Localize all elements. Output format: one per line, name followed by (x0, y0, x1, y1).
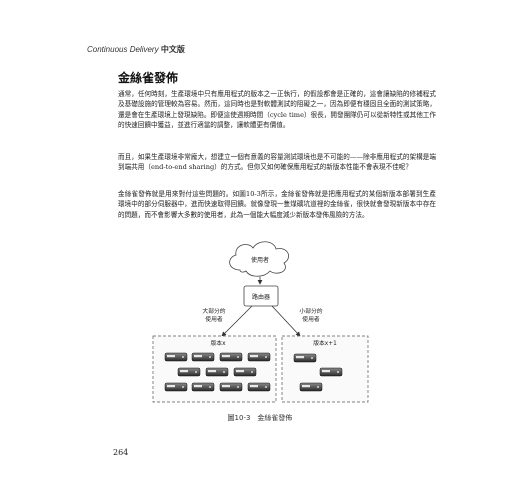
servers-version-x1 (293, 353, 343, 392)
header-title-italic: Continuous Delivery (87, 45, 159, 54)
majority-label-2: 使用者 (205, 315, 223, 323)
server-icon (191, 382, 215, 392)
server-icon (299, 382, 323, 392)
section-title: 金絲雀發佈 (118, 71, 179, 85)
server-icon (191, 352, 215, 362)
paragraph-1: 通常，任何時刻，生產環境中只有應用程式的版本之一正執行，的假設都會是正確的，這會… (118, 90, 436, 129)
server-icon (247, 382, 271, 392)
server-icon (219, 382, 243, 392)
figure-caption: 圖10-3 金絲雀發佈 (227, 414, 293, 422)
server-icon (164, 382, 188, 392)
majority-label-1: 大部分的 (202, 307, 225, 315)
running-header: Continuous Delivery 中文版 (87, 44, 185, 55)
cloud-label: 使用者 (251, 256, 269, 264)
server-icon (319, 367, 343, 377)
users-cloud: 使用者 (229, 241, 289, 277)
servers-version-x (164, 352, 271, 392)
server-icon (205, 367, 229, 377)
group-left-label: 版本x (210, 339, 226, 347)
minority-label-1: 小部分的 (299, 307, 322, 315)
arrow-majority (221, 305, 253, 337)
server-icon (293, 353, 317, 363)
group-right-label: 版本x+1 (313, 339, 337, 347)
server-icon (247, 352, 271, 362)
router: 路由器 (243, 285, 279, 307)
router-label: 路由器 (252, 293, 270, 301)
paragraph-2: 而且，如果生產環境非常龐大，想建立一個有意義的容量測試環境也是不可能的——除非應… (118, 153, 436, 172)
minority-label-2: 使用者 (302, 315, 320, 323)
paragraph-3: 金絲雀發佈就是用來對付這些問題的。如圖10-3所示，金絲雀發佈就是把應用程式的某… (118, 190, 436, 219)
server-icon (219, 352, 243, 362)
page-number: 264 (113, 448, 129, 457)
arrow-minority (271, 305, 301, 337)
header-title-cn: 中文版 (160, 45, 185, 54)
server-icon (177, 367, 201, 377)
server-icon (164, 352, 188, 362)
server-icon (233, 367, 257, 377)
